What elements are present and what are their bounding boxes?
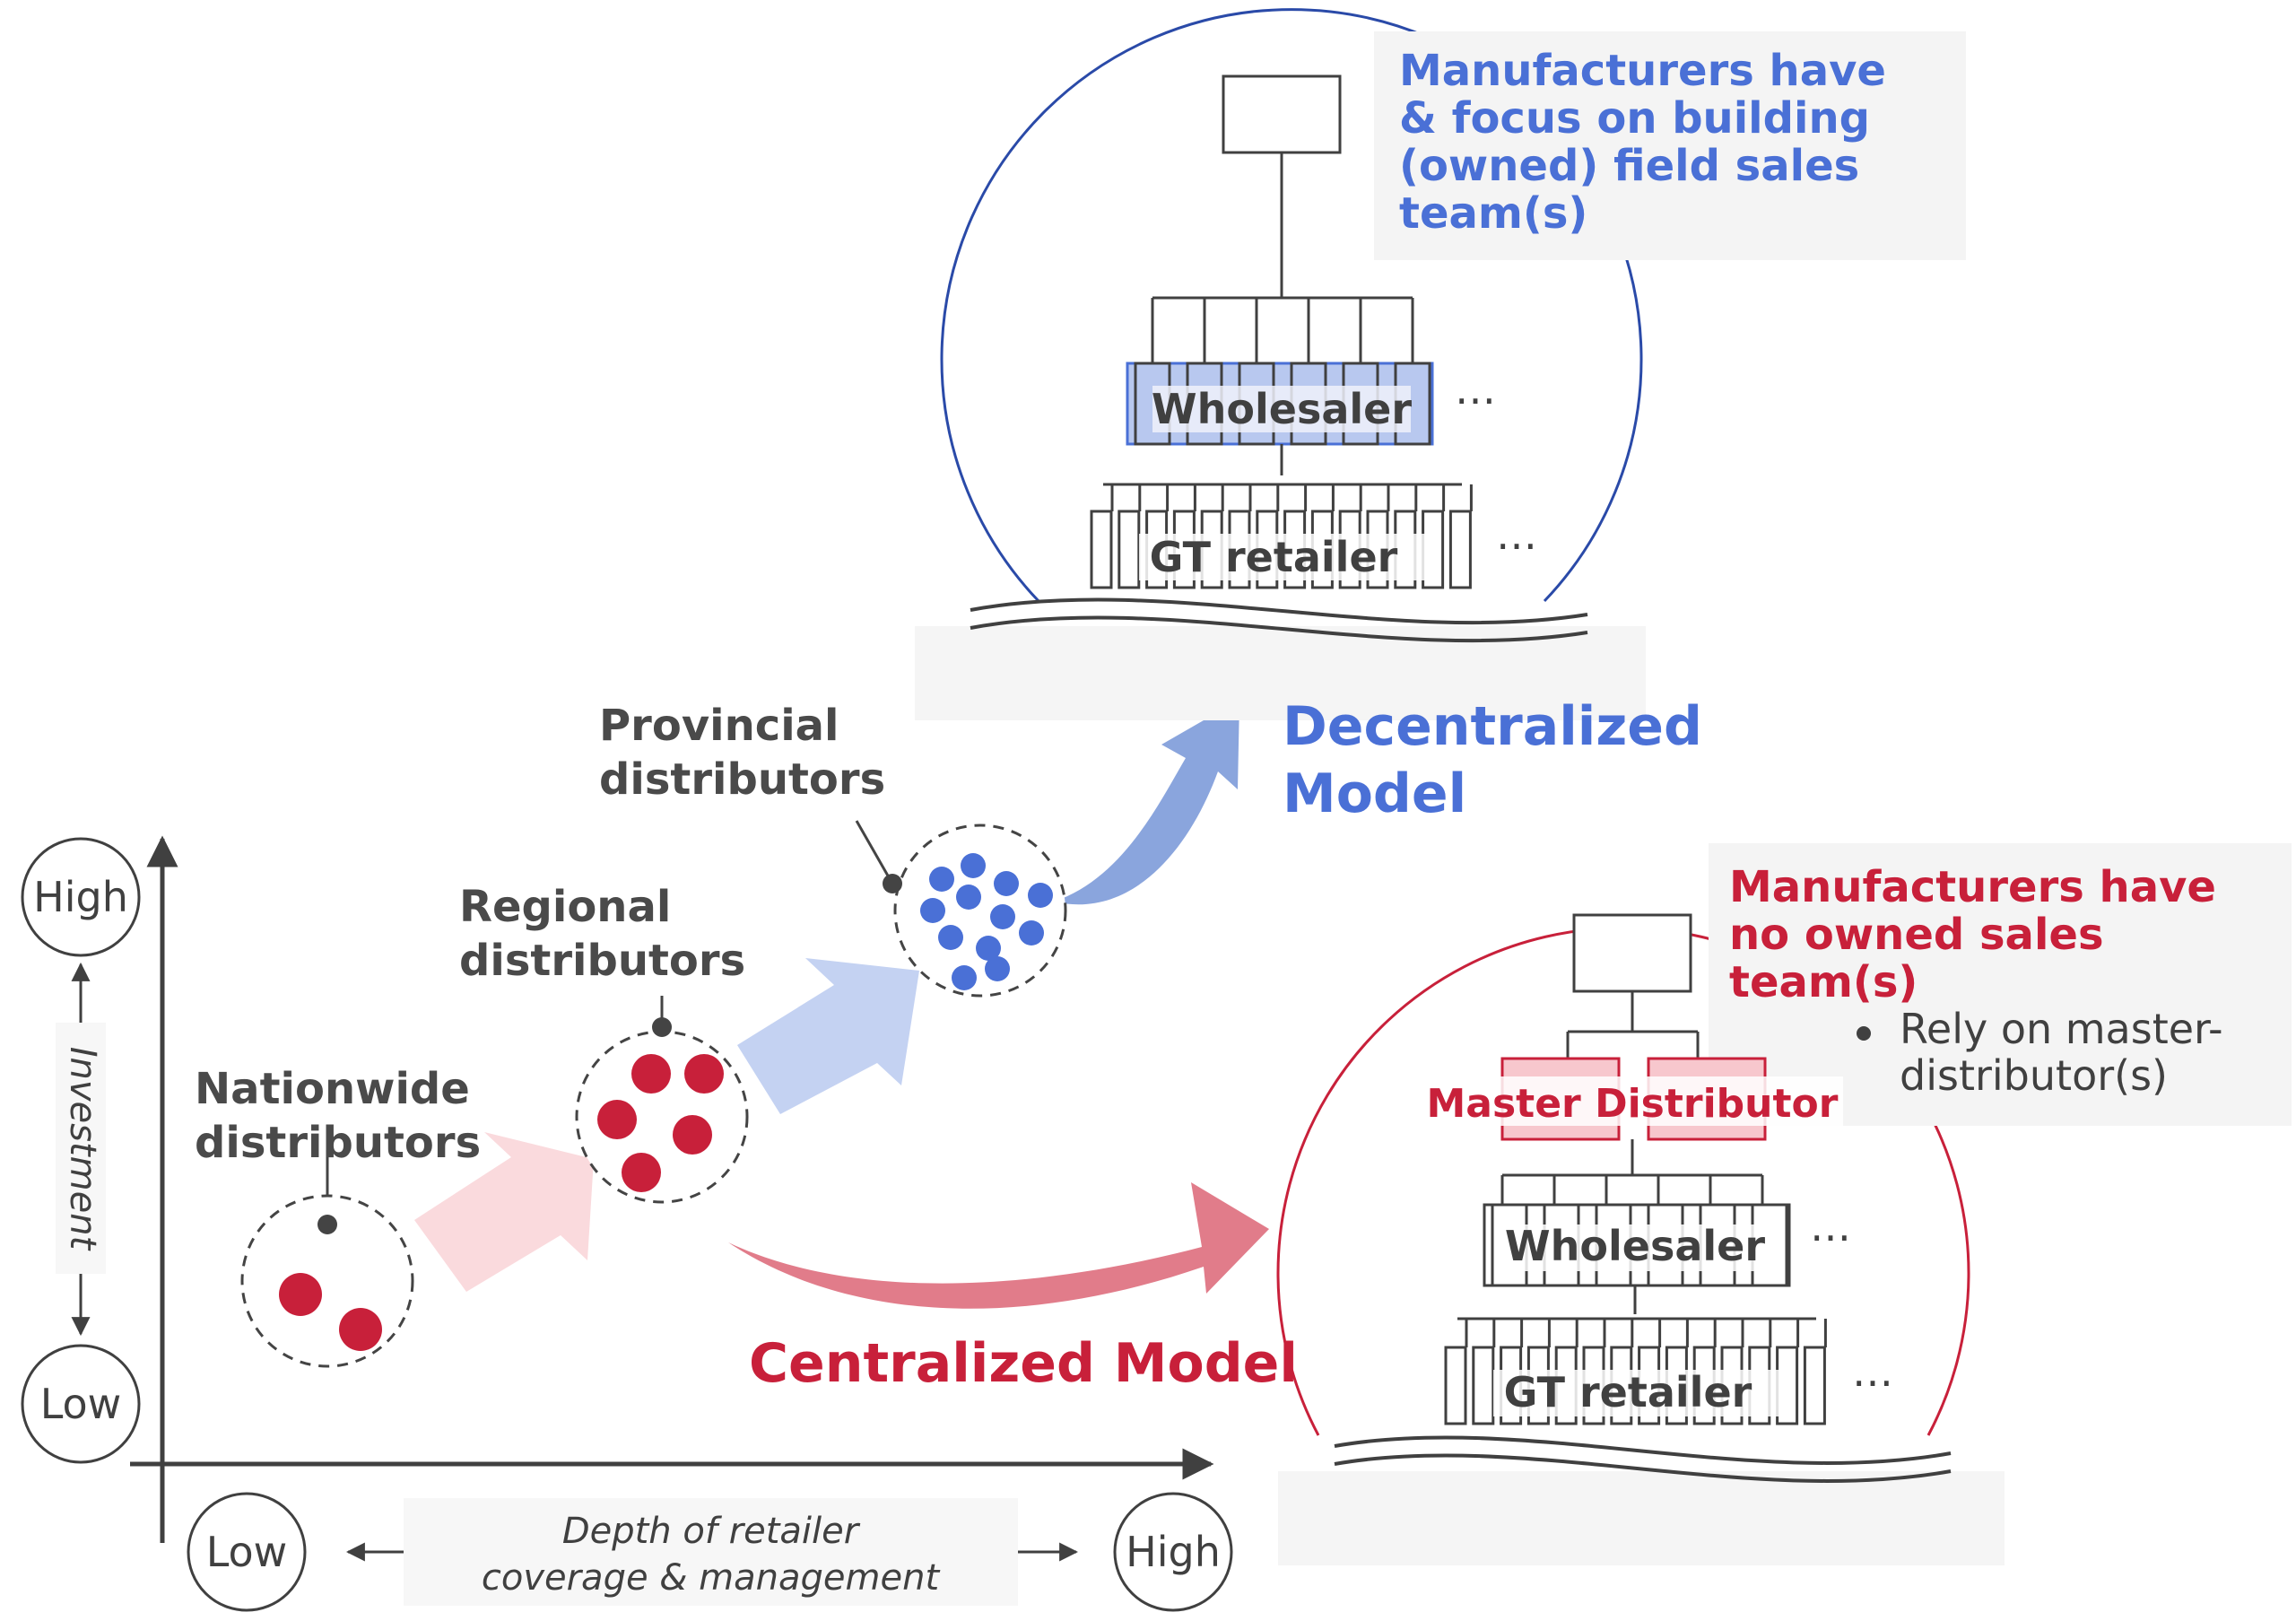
centralized-drops <box>1500 1175 1764 1205</box>
y-high-circle <box>21 837 141 957</box>
nationwide-pointer-dot <box>317 1215 337 1234</box>
regional-label-line1: Regional <box>459 882 671 932</box>
centralized-retailer-label-bg <box>1493 1370 1780 1416</box>
nationwide-node: Nationwide distributors <box>195 1064 481 1368</box>
centralized-title: Centralized Model <box>749 1332 1298 1395</box>
centralized-bullet-line1: Rely on master- <box>1900 1005 2223 1053</box>
x-title-line1: Depth of retailer <box>562 1511 861 1552</box>
centralized-wholesaler-ellipsis: … <box>1810 1202 1851 1251</box>
decentralized-title-line2: Model <box>1283 763 1466 825</box>
nationwide-label-line1: Nationwide <box>195 1064 470 1114</box>
provincial-dot <box>920 898 945 923</box>
provincial-dot <box>938 925 963 950</box>
centralized-retailer-unit <box>1472 1346 1495 1425</box>
provincial-dot <box>1028 883 1053 908</box>
decentralized-ground-shade <box>915 626 1646 720</box>
y-title-box <box>56 1023 106 1274</box>
arrow-to-decentralized <box>1054 700 1239 905</box>
decentralized-drops <box>1151 298 1414 363</box>
provincial-dot <box>990 904 1015 929</box>
decentralized-retailer-label-bg <box>1139 534 1426 580</box>
decentralized-ground-line-1 <box>970 597 1588 625</box>
provincial-dot <box>1019 920 1044 946</box>
centralized-ground-line-1 <box>1334 1435 1952 1465</box>
axes: High Low Investment Low High Depth of re… <box>21 835 1233 1612</box>
decentralized-retailer-label: GT retailer <box>1150 533 1398 581</box>
provincial-dot <box>961 853 986 878</box>
centralized-wholesaler-label-bg <box>1505 1224 1765 1271</box>
centralized-manufacturer-box <box>1572 913 1692 993</box>
decentralized-note-line2: & focus on building <box>1399 93 1870 144</box>
decentralized-model: Manufacturers have & focus on building (… <box>915 8 1966 825</box>
centralized-retailer-ellipsis: … <box>1852 1347 1893 1396</box>
decentralized-retailer-unit <box>1118 510 1141 589</box>
arrow-nationwide-to-regional <box>414 1132 594 1292</box>
x-low-circle <box>187 1492 307 1612</box>
decentralized-retailer-unit <box>1448 510 1472 589</box>
centralized-retailer-unit <box>1444 1346 1467 1425</box>
decentralized-ground-line-2 <box>970 615 1588 643</box>
x-low-label: Low <box>206 1528 288 1576</box>
decentralized-note-box <box>1374 31 1966 260</box>
y-title: Investment <box>62 1047 103 1251</box>
centralized-retailer-label: GT retailer <box>1504 1368 1752 1416</box>
decentralized-note-line3: (owned) field sales <box>1399 141 1859 191</box>
regional-node: Regional distributors <box>459 882 749 1204</box>
provincial-dot <box>976 936 1001 961</box>
x-title-box <box>404 1498 1018 1606</box>
x-title-line2: coverage & management <box>482 1557 941 1599</box>
centralized-master-label: Master Distributor <box>1427 1081 1839 1127</box>
decentralized-note-line4: team(s) <box>1399 188 1587 239</box>
y-low-circle <box>21 1344 141 1464</box>
provincial-node: Provincial distributors <box>599 701 1067 998</box>
provincial-dot <box>929 867 954 892</box>
provincial-label-line2: distributors <box>599 754 885 805</box>
regional-dot <box>631 1054 671 1094</box>
centralized-note-line2: no owned sales <box>1729 910 2104 960</box>
regional-dot <box>673 1115 712 1155</box>
regional-dot <box>684 1054 724 1094</box>
centralized-model: Manufacturers have no owned sales team(s… <box>749 843 2292 1565</box>
centralized-ground-line-2 <box>1334 1453 1952 1483</box>
provincial-dot <box>952 965 977 990</box>
decentralized-title-line1: Decentralized <box>1283 695 1702 758</box>
decentralized-retailer-unit <box>1090 510 1113 589</box>
nationwide-label-line2: distributors <box>195 1118 481 1168</box>
regional-label-line2: distributors <box>459 936 745 986</box>
provincial-pointer-dot <box>883 874 902 893</box>
centralized-master-label-bg <box>1422 1076 1843 1126</box>
nationwide-dot <box>279 1273 322 1316</box>
provincial-dot <box>994 871 1019 896</box>
nationwide-dot <box>339 1308 382 1351</box>
regional-dot <box>622 1153 661 1192</box>
arrow-regional-to-provincial <box>737 958 919 1114</box>
provincial-label-line1: Provincial <box>599 701 839 751</box>
x-high-label: High <box>1126 1528 1221 1576</box>
y-high-label: High <box>33 873 128 921</box>
centralized-bullet-line2: distributor(s) <box>1900 1051 2168 1100</box>
centralized-retailer-unit <box>1803 1346 1826 1425</box>
arrow-to-centralized <box>728 1182 1269 1309</box>
provincial-dot <box>985 956 1010 981</box>
decentralized-retailer-ellipsis: … <box>1496 510 1537 559</box>
x-high-circle <box>1113 1492 1233 1612</box>
centralized-bullet-dot <box>1857 1026 1871 1041</box>
decentralized-manufacturer-box <box>1222 74 1342 154</box>
decentralized-wholesaler-label: Wholesaler <box>1152 385 1412 433</box>
decentralized-wholesaler-label-bg <box>1152 386 1411 432</box>
centralized-note-line3: team(s) <box>1729 957 1918 1007</box>
decentralized-note-line1: Manufacturers have <box>1399 46 1886 96</box>
decentralized-wholesaler-ellipsis: … <box>1455 365 1496 414</box>
centralized-note-line1: Manufacturers have <box>1729 862 2216 912</box>
centralized-ground-shade <box>1278 1471 2005 1565</box>
provincial-dot <box>956 885 981 910</box>
centralized-wholesaler-outline <box>1483 1203 1791 1287</box>
regional-dot <box>597 1100 637 1139</box>
provincial-pointer <box>855 820 894 885</box>
centralized-wholesaler-label: Wholesaler <box>1505 1222 1765 1270</box>
y-low-label: Low <box>40 1380 122 1428</box>
